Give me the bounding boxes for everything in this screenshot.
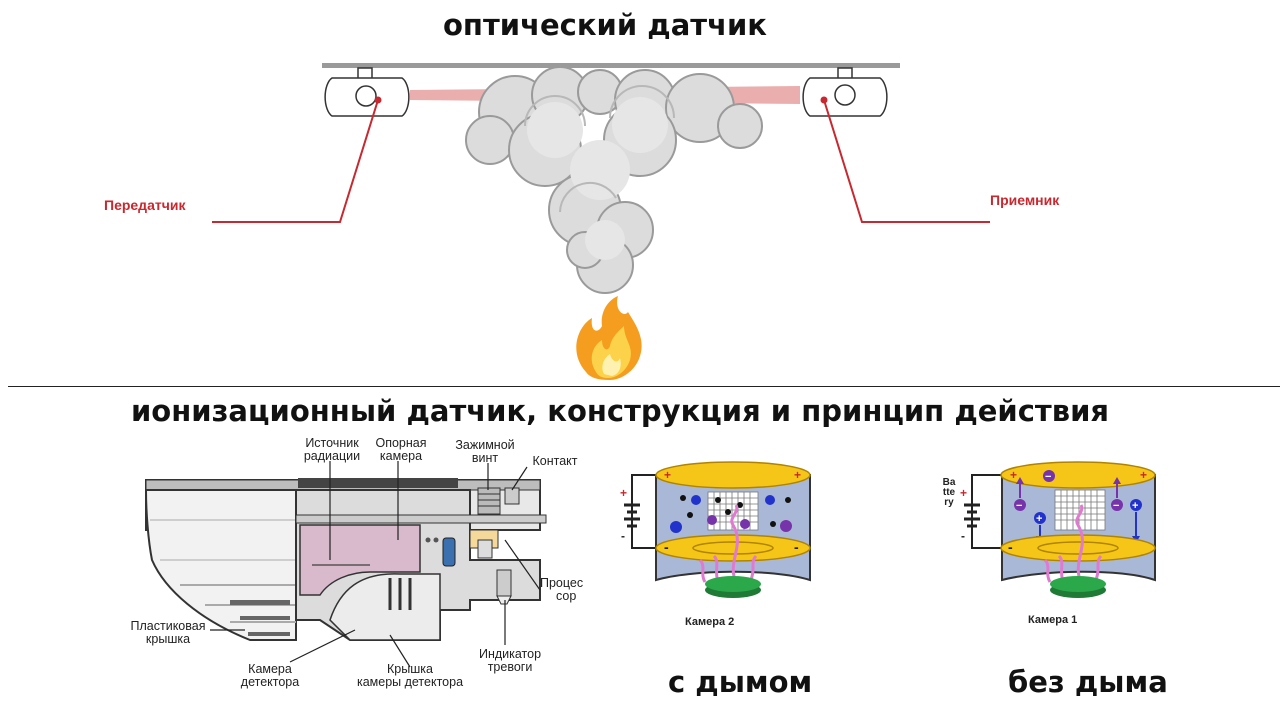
detector-housing [144, 478, 547, 641]
svg-text:-: - [794, 539, 799, 555]
optical-title: оптический датчик [443, 8, 767, 42]
without-smoke-label: без дыма [1008, 665, 1168, 699]
svg-text:+: + [1036, 513, 1042, 525]
clamp-screw-label: Зажимной винт [455, 438, 515, 465]
receiver-leader [823, 99, 990, 223]
plastic-cover-label: Пластиковая крышка [130, 619, 206, 646]
section-divider [8, 386, 1280, 387]
svg-text:+: + [960, 486, 967, 500]
svg-text:-: - [961, 529, 965, 543]
svg-text:−: − [1045, 471, 1051, 483]
svg-text:-: - [1008, 539, 1013, 555]
svg-text:+: + [664, 468, 671, 482]
svg-text:-: - [621, 529, 625, 543]
cross-section-leaders [210, 461, 541, 668]
radiation-source-label: Источник радиации [303, 436, 361, 463]
ionization-title: ионизационный датчик, конструкция и прин… [130, 394, 1110, 428]
transmitter-leader [212, 99, 379, 223]
chamber-1-caption: Камера 1 [1028, 614, 1078, 626]
battery-label: Battery [942, 477, 956, 508]
contact-label: Контакт [532, 454, 578, 468]
svg-text:+: + [1140, 468, 1147, 482]
svg-text:-: - [664, 539, 669, 555]
reference-chamber-label: Опорная камера [375, 436, 427, 463]
fire-icon [576, 296, 642, 380]
receiver-device [802, 67, 888, 117]
svg-text:+: + [1010, 468, 1017, 482]
svg-text:−: − [1016, 500, 1022, 512]
receiver-label: Приемник [990, 192, 1060, 208]
svg-text:−: − [1113, 500, 1119, 512]
detector-chamber-label: Камера детектора [240, 662, 300, 689]
alarm-indicator-label: Индикатор тревоги [478, 647, 542, 674]
chamber-2-caption: Камера 2 [685, 616, 735, 628]
transmitter-device [324, 67, 410, 117]
processor-label: Процес сор [540, 576, 584, 603]
svg-text:+: + [794, 468, 801, 482]
detector-cover-label: Крышка камеры детектора [356, 662, 464, 689]
svg-text:+: + [1132, 500, 1138, 512]
with-smoke-label: с дымом [668, 665, 813, 699]
ceiling-bar [322, 63, 900, 68]
transmitter-label: Передатчик [104, 197, 186, 213]
svg-text:+: + [620, 486, 627, 500]
